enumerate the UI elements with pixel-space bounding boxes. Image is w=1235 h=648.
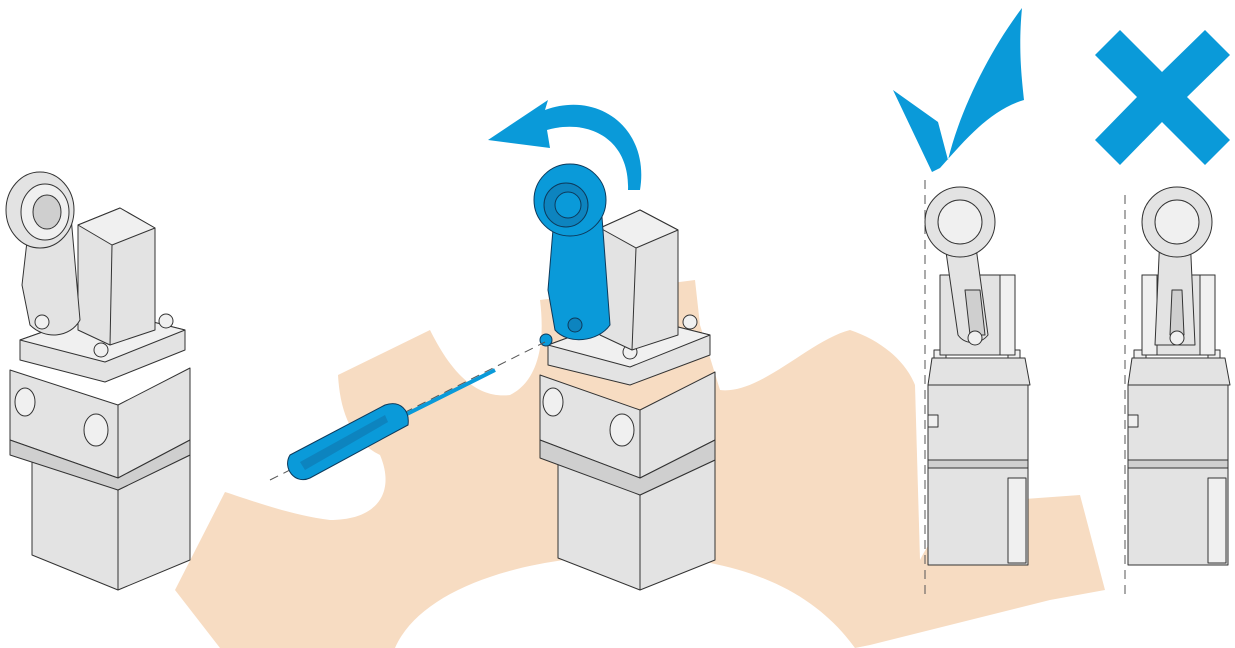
switch-incorrect-side-view <box>1125 187 1230 600</box>
switch-correct-side-view <box>925 180 1030 600</box>
switch-initial <box>6 172 190 590</box>
cross-mark-icon <box>1095 30 1230 165</box>
check-mark-icon <box>893 8 1024 172</box>
